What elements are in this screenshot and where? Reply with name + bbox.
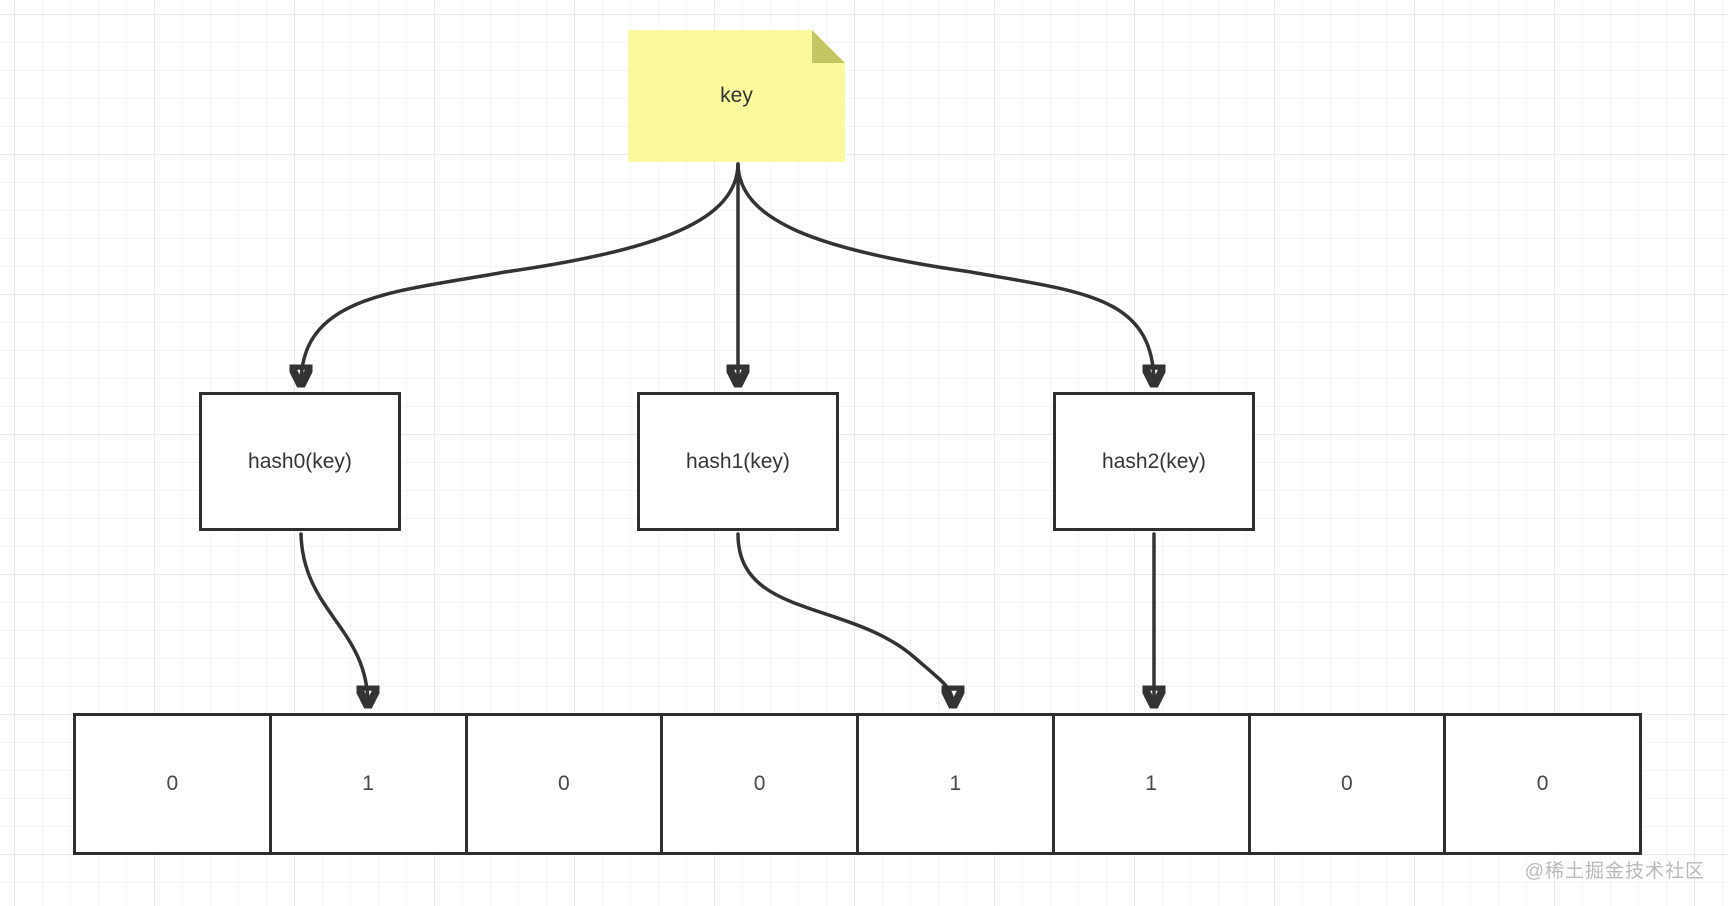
bit-value-3: 0: [753, 772, 766, 795]
note-fold-icon: [812, 30, 845, 63]
bit-value-4: 1: [949, 772, 962, 795]
arrow-key-to-hash2: [736, 162, 1154, 384]
hash0-box: hash0(key): [199, 392, 401, 531]
hash0-label: hash0(key): [248, 449, 352, 473]
watermark: @稀土掘金技术社区: [1524, 861, 1705, 882]
bit-value-5: 1: [1145, 772, 1157, 795]
bit-cell-7: 0: [1446, 716, 1639, 852]
bit-value-2: 0: [558, 772, 570, 795]
bit-cell-1: 1: [272, 716, 468, 852]
hash1-box: hash1(key): [637, 392, 839, 531]
arrow-hash0-to-bit1: [299, 532, 368, 705]
bit-value-1: 1: [362, 772, 374, 795]
arrow-hash1-to-bit4: [736, 532, 953, 705]
hash2-label: hash2(key): [1102, 449, 1206, 473]
bit-value-0: 0: [166, 772, 179, 795]
arrow-key-to-hash0: [301, 162, 740, 384]
hash2-box: hash2(key): [1053, 392, 1255, 531]
bit-value-6: 0: [1341, 772, 1353, 795]
bit-cell-0: 0: [76, 716, 272, 852]
bit-cell-6: 0: [1251, 716, 1447, 852]
note-label: key: [720, 84, 753, 107]
bit-cell-5: 1: [1055, 716, 1251, 852]
sticky-note-key: key: [628, 30, 845, 162]
bit-array: 0 1 0 0 1 1 0 0: [73, 713, 1642, 855]
hash1-label: hash1(key): [686, 449, 790, 473]
bit-cell-2: 0: [468, 716, 664, 852]
bit-cell-3: 0: [663, 716, 859, 852]
bit-value-7: 0: [1536, 772, 1549, 795]
bit-cell-4: 1: [859, 716, 1055, 852]
